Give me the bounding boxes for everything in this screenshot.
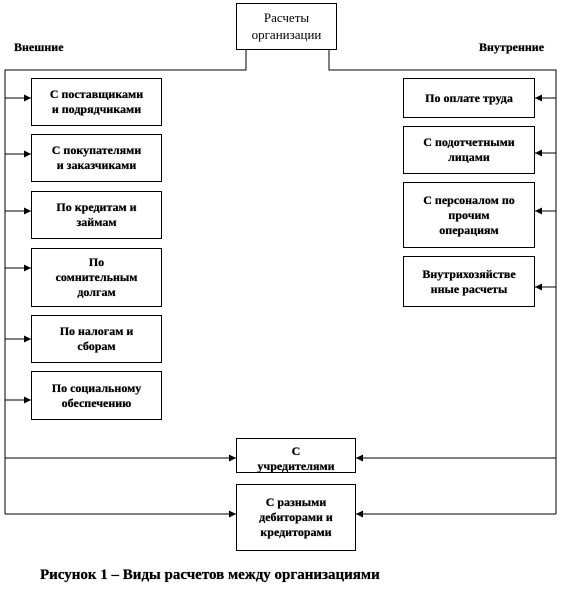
external-item-suppliers: С поставщиками и подрядчиками [31, 78, 162, 126]
internal-item-accountable: С подотчетными лицами [403, 126, 535, 174]
external-item-doubtful-debts: По сомнительным долгам [31, 248, 162, 307]
internal-item-personnel: С персоналом по прочим операциям [403, 182, 535, 248]
external-item-loans: По кредитам и займам [31, 191, 162, 239]
external-item-buyers: С покупателями и заказчиками [31, 134, 162, 182]
root-box: Расчеты организации [236, 3, 337, 50]
figure-caption: Рисунок 1 – Виды расчетов между организа… [40, 567, 380, 583]
internal-item-payroll: По оплате труда [403, 78, 535, 118]
external-item-social: По социальному обеспечению [31, 371, 162, 420]
external-title: Внешние [14, 40, 64, 54]
external-item-taxes: По налогам и сборам [31, 315, 162, 363]
internal-item-intraeconomic: Внутрихозяйстве нные расчеты [403, 256, 535, 307]
founders-box: С учредителями [236, 438, 356, 473]
internal-title: Внутренние [479, 40, 545, 54]
various-debtors-creditors-box: С разными дебиторами и кредиторами [236, 484, 356, 551]
